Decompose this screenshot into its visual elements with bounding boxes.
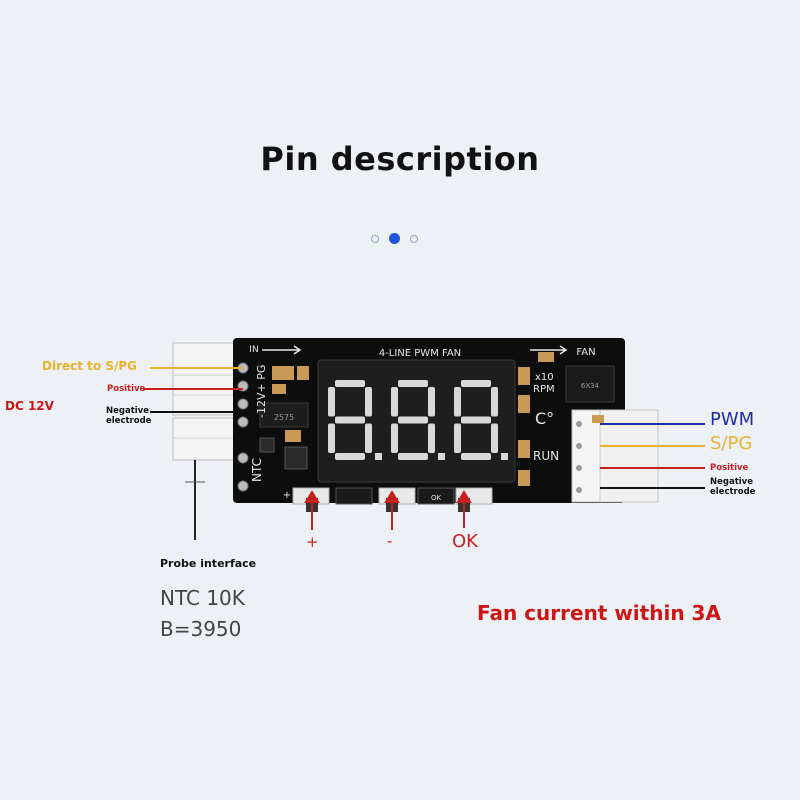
label-positive-left: Positive — [107, 384, 146, 394]
digit-3-segment — [491, 387, 498, 417]
digit-3-segment — [491, 423, 498, 453]
silk-arrows — [262, 345, 568, 355]
rpm-silk: RPM — [533, 384, 555, 395]
page-title: Pin description — [260, 140, 540, 178]
in-pins-silk: -12V+ PG — [255, 365, 268, 418]
label-direct-spg: Direct to S/PG — [42, 359, 137, 373]
digit-1-segment — [365, 387, 372, 417]
digit-2-segment — [391, 423, 398, 453]
digit-2-segment — [398, 416, 428, 424]
label-dc-12v: DC 12V — [5, 399, 54, 413]
label-ntc-spec: NTC 10K — [160, 586, 245, 610]
digit-1-segment — [365, 423, 372, 453]
pager-dot-1[interactable] — [371, 235, 379, 243]
label-spg-right: S/PG — [710, 433, 753, 454]
digit-1-segment — [335, 453, 365, 460]
plus-silk: + — [283, 490, 291, 501]
chip-marking: 2575 — [274, 413, 294, 422]
chip2-marking: 6X34 — [581, 382, 600, 390]
run-silk: RUN — [533, 449, 559, 463]
label-negative-left: Negative electrode — [106, 406, 152, 426]
digit-2-segment — [391, 387, 398, 417]
board-title: 4-LINE PWM FAN — [379, 348, 461, 359]
digit-3-segment — [461, 416, 491, 424]
label-ok-button: OK — [452, 531, 478, 552]
digit-2-segment — [398, 453, 428, 460]
digit-3-segment — [454, 423, 461, 453]
celsius-silk: C° — [535, 409, 554, 428]
display-digits — [328, 380, 508, 460]
digit-1-decimal-point — [375, 453, 382, 460]
label-minus-button: - — [387, 532, 393, 550]
label-positive-right: Positive — [710, 463, 749, 473]
label-probe-interface: Probe interface — [160, 557, 257, 570]
label-pwm: PWM — [710, 409, 755, 430]
digit-3-segment — [461, 453, 491, 460]
pager-dot-2-active[interactable] — [389, 233, 400, 244]
fan-silk: FAN — [576, 347, 595, 358]
label-b-spec: B=3950 — [160, 617, 242, 641]
digit-2-segment — [398, 380, 428, 387]
fan-current-note: Fan current within 3A — [477, 601, 721, 625]
pager-dot-3[interactable] — [410, 235, 418, 243]
button-arrows — [304, 490, 472, 530]
output-connector — [571, 409, 659, 503]
ok-silk: OK — [431, 494, 442, 502]
digit-2-segment — [428, 387, 435, 417]
ntc-silk: NTC — [250, 458, 264, 482]
digit-3-segment — [461, 380, 491, 387]
digit-1-segment — [335, 380, 365, 387]
in-silk: IN — [249, 345, 258, 355]
digit-2-decimal-point — [438, 453, 445, 460]
digit-3-segment — [454, 387, 461, 417]
label-negative-right: Negative electrode — [710, 477, 756, 497]
digit-1-segment — [335, 416, 365, 424]
digit-1-segment — [328, 387, 335, 417]
digit-3-decimal-point — [501, 453, 508, 460]
pcb-components — [259, 352, 615, 486]
x10-silk: x10 — [535, 372, 554, 383]
digit-1-segment — [328, 423, 335, 453]
input-connector — [172, 342, 242, 461]
label-plus-button: + — [306, 533, 319, 551]
digit-2-segment — [428, 423, 435, 453]
